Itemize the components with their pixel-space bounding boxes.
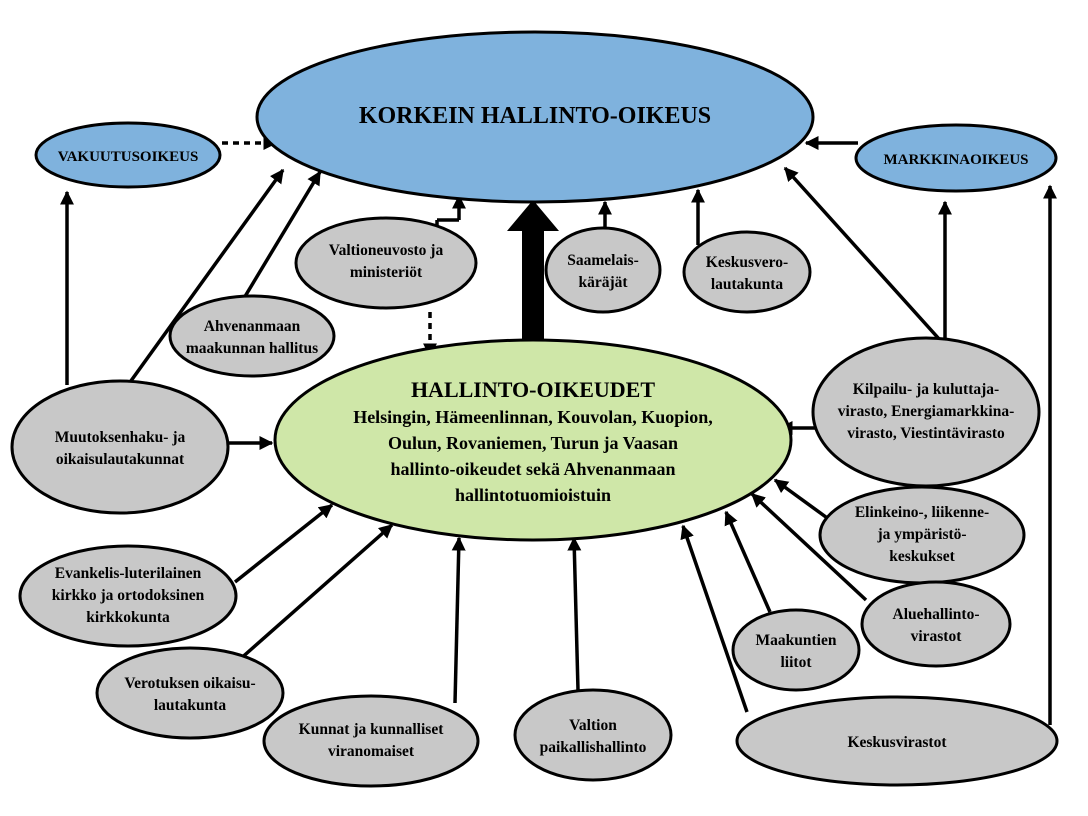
node-kilpailu: Kilpailu- ja kuluttaja-virasto, Energiam… bbox=[811, 336, 1041, 488]
node-aluehallinto: Aluehallinto-virastot bbox=[860, 580, 1012, 668]
node-label-line: Keskusvirastot bbox=[847, 734, 947, 751]
edge-evankelis-to-hallinto bbox=[233, 503, 334, 584]
edge-ahvenanmaa-to-supreme bbox=[230, 170, 322, 319]
node-label-line: virasto, Energiamarkkina- bbox=[838, 403, 1015, 420]
node-label: Aluehallinto-virastot bbox=[893, 606, 980, 645]
nodes: KORKEIN HALLINTO-OIKEUS VAKUUTUSOIKEUS M… bbox=[10, 30, 1059, 788]
node-label: Ahvenanmaan maakunnan hallitus bbox=[186, 318, 318, 357]
node-label-line: keskukset bbox=[889, 548, 955, 565]
node-label: Verotuksen oikaisu-lautakunta bbox=[124, 675, 255, 714]
node-label: KORKEIN HALLINTO-OIKEUS bbox=[359, 103, 711, 129]
node-label-line: virasto, Viestintävirasto bbox=[847, 425, 1005, 442]
node-label-line: Muutoksenhaku- ja bbox=[55, 429, 186, 446]
node-label-line: Kunnat ja kunnalliset bbox=[299, 721, 445, 738]
edge-keskusvirastot-to-hallinto bbox=[680, 524, 749, 713]
node-label-line: virastot bbox=[911, 628, 963, 645]
node-kunnat: Kunnat ja kunnalliset viranomaiset bbox=[262, 694, 480, 788]
node-label-line: HALLINTO-OIKEUDET bbox=[411, 377, 655, 402]
node-label-line: käräjät bbox=[578, 274, 628, 291]
node-label-line: Verotuksen oikaisu- bbox=[124, 675, 255, 692]
node-label-line: kirkko ja ortodoksinen bbox=[52, 587, 205, 604]
node-hallinto: HALLINTO-OIKEUDET Helsingin, Hämeenlinnan… bbox=[273, 338, 793, 542]
node-label: Muutoksenhaku- ja oikaisulautakunnat bbox=[55, 429, 186, 468]
node-label-line: oikaisulautakunnat bbox=[56, 451, 185, 468]
node-label: Keskusvirastot bbox=[847, 734, 947, 751]
node-label-line: Elinkeino-, liikenne- bbox=[855, 504, 989, 521]
node-label: Kunnat ja kunnalliset viranomaiset bbox=[299, 721, 445, 760]
node-label-line: Evankelis-luterilainen bbox=[55, 565, 202, 582]
node-label-line: Valtion bbox=[569, 717, 617, 734]
node-label: Valtioneuvosto ja ministeriöt bbox=[329, 242, 444, 281]
node-label-line: VAKUUTUSOIKEUS bbox=[58, 149, 199, 165]
node-label-line: Saamelais- bbox=[567, 252, 638, 269]
node-label-line: paikallishallinto bbox=[540, 739, 647, 756]
node-label-line: ja ympäristö- bbox=[876, 526, 966, 543]
edge-valtion-to-hallinto bbox=[567, 536, 582, 691]
node-saamelais: Saamelais-käräjät bbox=[544, 226, 662, 314]
node-label-line: Helsingin, Hämeenlinnan, Kouvolan, Kuopi… bbox=[353, 407, 713, 427]
node-label: Elinkeino-, liikenne-ja ympäristö-keskuk… bbox=[855, 504, 989, 565]
node-verotuksen: Verotuksen oikaisu-lautakunta bbox=[95, 646, 285, 740]
node-label-line: Oulun, Rovaniemen, Turun ja Vaasan bbox=[388, 433, 678, 453]
node-elinkeino: Elinkeino-, liikenne-ja ympäristö-keskuk… bbox=[818, 485, 1026, 585]
node-keskusvirastot: Keskusvirastot bbox=[735, 695, 1059, 787]
node-label: MARKKINAOIKEUS bbox=[883, 152, 1028, 168]
edge-maakuntien-to-hallinto bbox=[724, 510, 772, 613]
node-label-line: hallinto-oikeudet sekä Ahvenanmaan bbox=[390, 459, 675, 479]
node-label-line: Maakuntien bbox=[756, 632, 837, 649]
edge-kunnat-to-hallinto bbox=[451, 536, 466, 704]
edge-verotuksen-to-hallinto bbox=[228, 523, 394, 670]
node-valtioneuvosto: Valtioneuvosto ja ministeriöt bbox=[294, 216, 478, 310]
node-supreme: KORKEIN HALLINTO-OIKEUS bbox=[255, 30, 815, 204]
node-valtion: Valtion paikallishallinto bbox=[513, 688, 673, 782]
node-label-line: Ahvenanmaan bbox=[204, 318, 301, 335]
node-label-line: Kilpailu- ja kuluttaja- bbox=[853, 381, 999, 398]
edge-hallinto-to-supreme-thick bbox=[507, 200, 559, 346]
node-label: HALLINTO-OIKEUDET Helsingin, Hämeenlinnan… bbox=[353, 377, 713, 505]
node-label-line: KORKEIN HALLINTO-OIKEUS bbox=[359, 103, 711, 129]
node-label-line: kirkkokunta bbox=[86, 609, 170, 626]
node-muutoksenhaku: Muutoksenhaku- ja oikaisulautakunnat bbox=[10, 379, 230, 515]
node-label-line: hallintotuomioistuin bbox=[455, 485, 611, 505]
node-label-line: Aluehallinto- bbox=[893, 606, 980, 623]
node-markkina: MARKKINAOIKEUS bbox=[854, 123, 1058, 193]
node-label: Maakuntien liitot bbox=[756, 632, 837, 671]
node-label-line: viranomaiset bbox=[328, 743, 415, 760]
node-ahvenanmaa: Ahvenanmaan maakunnan hallitus bbox=[168, 294, 336, 378]
node-vakuutus: VAKUUTUSOIKEUS bbox=[34, 121, 222, 189]
node-label-line: Keskusvero- bbox=[706, 254, 788, 271]
edge-aluehallinto-to-hallinto bbox=[750, 492, 868, 602]
node-evankelis: Evankelis-luterilainen kirkko ja ortodoks… bbox=[18, 544, 238, 648]
node-label-line: lautakunta bbox=[711, 276, 784, 293]
node-label-line: maakunnan hallitus bbox=[186, 340, 318, 357]
node-label: Kilpailu- ja kuluttaja-virasto, Energiam… bbox=[838, 381, 1015, 442]
node-label-line: Valtioneuvosto ja bbox=[329, 242, 444, 259]
node-label: Evankelis-luterilainen kirkko ja ortodoks… bbox=[52, 565, 205, 626]
node-label: Saamelais-käräjät bbox=[567, 252, 638, 291]
edge-kilpailu-to-supreme bbox=[783, 166, 942, 342]
node-label: Keskusvero-lautakunta bbox=[706, 254, 788, 293]
edges bbox=[60, 136, 1057, 725]
edge-elinkeino-to-hallinto bbox=[773, 478, 832, 522]
node-label-line: liitot bbox=[781, 654, 813, 671]
node-label-line: lautakunta bbox=[154, 697, 227, 714]
node-keskusvero: Keskusvero-lautakunta bbox=[682, 230, 812, 314]
node-label: Valtion paikallishallinto bbox=[540, 717, 647, 756]
node-label: VAKUUTUSOIKEUS bbox=[58, 149, 199, 165]
edge-muutoksenhaku-to-supreme bbox=[126, 168, 285, 387]
node-label-line: ministeriöt bbox=[350, 264, 423, 281]
node-label-line: MARKKINAOIKEUS bbox=[883, 152, 1028, 168]
node-maakuntien: Maakuntien liitot bbox=[731, 608, 861, 692]
